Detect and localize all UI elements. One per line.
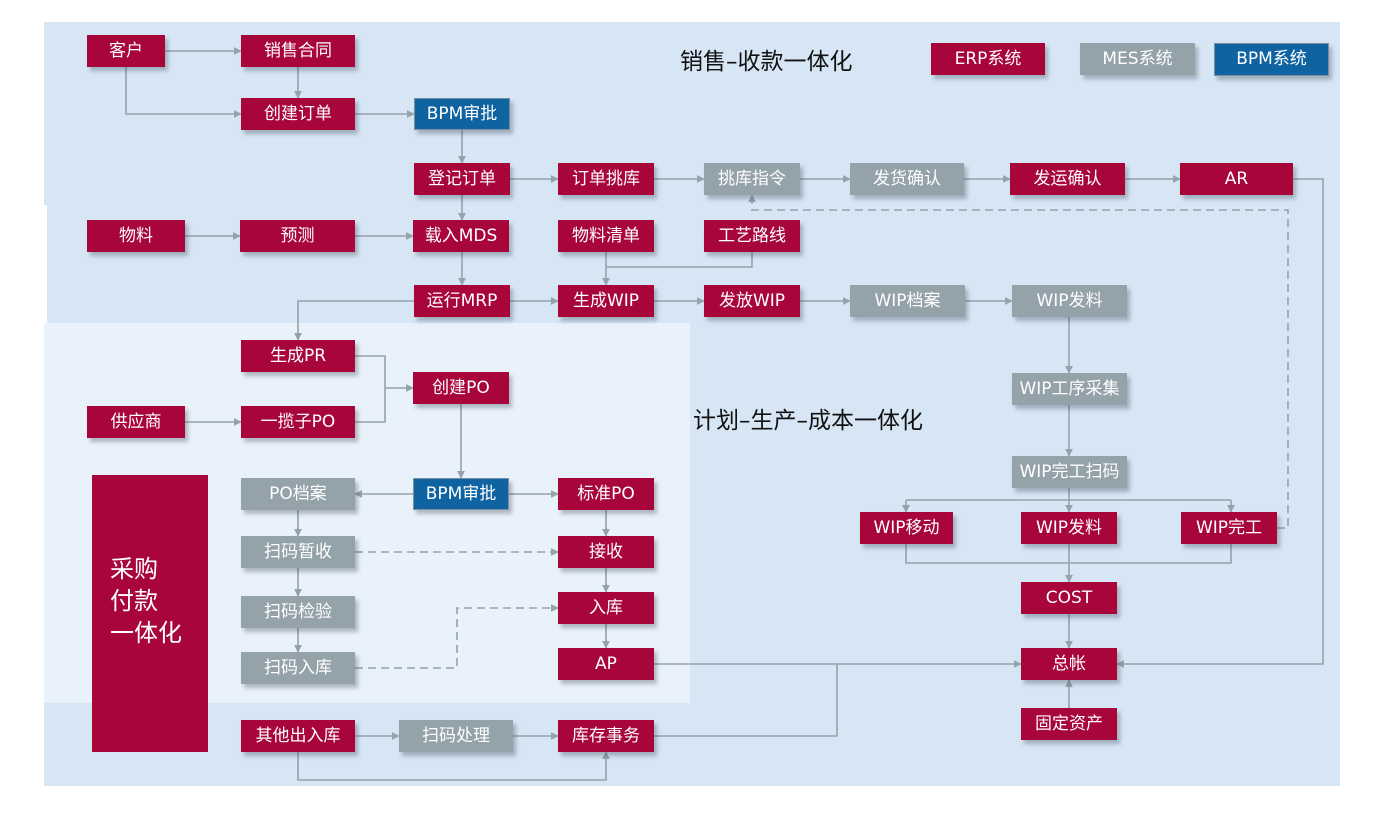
node-sales-contract: 销售合同 <box>241 35 355 67</box>
node-bpm-approve-1: BPM审批 <box>414 98 510 130</box>
node-standard-po: 标准PO <box>558 478 654 510</box>
node-wip-file: WIP档案 <box>850 285 965 317</box>
node-release-wip: 发放WIP <box>704 285 800 317</box>
procurement-title-line: 一体化 <box>110 619 182 647</box>
node-create-po: 创建PO <box>413 372 509 404</box>
node-gen-wip: 生成WIP <box>558 285 654 317</box>
node-bpm-approve-2: BPM审批 <box>413 478 509 510</box>
legend-bpm: BPM系统 <box>1214 43 1329 76</box>
node-wip-move: WIP移动 <box>860 512 953 544</box>
node-bom: 物料清单 <box>558 220 654 252</box>
node-scan-temp-receive: 扫码暂收 <box>241 536 355 568</box>
node-wip-op-collect: WIP工序采集 <box>1012 373 1127 405</box>
connector-arrow <box>355 355 386 423</box>
legend-mes: MES系统 <box>1080 43 1195 75</box>
node-customer: 客户 <box>87 35 165 67</box>
node-supplier: 供应商 <box>87 406 185 438</box>
node-wip-complete: WIP完工 <box>1181 512 1277 544</box>
node-warehouse-in: 入库 <box>558 592 654 624</box>
node-gen-pr: 生成PR <box>241 340 355 372</box>
node-other-in-out: 其他出入库 <box>241 720 355 752</box>
connector-arrow <box>125 67 242 118</box>
node-scan-warehouse-in: 扫码入库 <box>241 652 355 684</box>
node-shipping-confirm: 发运确认 <box>1010 163 1125 195</box>
node-receive: 接收 <box>558 536 654 568</box>
node-delivery-confirm: 发货确认 <box>850 163 964 195</box>
connector-arrow <box>606 252 753 268</box>
node-material: 物料 <box>87 220 185 252</box>
node-load-mds: 载入MDS <box>413 220 509 252</box>
node-order-pick: 订单挑库 <box>558 163 654 195</box>
node-pick-instruction: 挑库指令 <box>704 163 800 195</box>
node-run-mrp: 运行MRP <box>414 285 510 317</box>
node-ar: AR <box>1180 163 1293 195</box>
node-wip-issue-mes: WIP发料 <box>1012 285 1127 317</box>
legend-erp: ERP系统 <box>931 43 1045 75</box>
background-notch <box>40 205 47 323</box>
node-po-file: PO档案 <box>241 478 355 510</box>
node-forecast: 预测 <box>240 220 355 252</box>
node-gl: 总帐 <box>1021 648 1117 680</box>
node-scan-process: 扫码处理 <box>399 720 513 752</box>
node-cost: COST <box>1021 582 1117 614</box>
dashed-connector-arrow <box>355 604 559 669</box>
procurement-title-line: 付款 <box>110 587 158 615</box>
node-fixed-assets: 固定资产 <box>1021 708 1117 740</box>
connector-arrow <box>294 300 414 341</box>
node-wip-complete-scan: WIP完工扫码 <box>1012 456 1127 488</box>
connector-arrow <box>654 664 838 737</box>
node-wip-issue: WIP发料 <box>1021 512 1117 544</box>
plan-section-title: 计划–生产–成本一体化 <box>693 408 923 434</box>
sales-section-title: 销售–收款一体化 <box>680 49 853 75</box>
connector-arrow <box>297 751 610 781</box>
connector-arrow <box>1116 178 1324 668</box>
node-routing: 工艺路线 <box>704 220 800 252</box>
node-register-order: 登记订单 <box>414 163 510 195</box>
dashed-connector-arrow <box>748 194 1289 529</box>
node-blanket-po: 一揽子PO <box>241 406 355 438</box>
node-scan-inspect: 扫码检验 <box>241 596 355 628</box>
procurement-section-title: 采购 付款 一体化 <box>92 475 208 752</box>
node-create-order: 创建订单 <box>241 98 355 130</box>
node-ap: AP <box>558 648 654 680</box>
procurement-title-line: 采购 <box>110 555 158 583</box>
node-inventory-txn: 库存事务 <box>558 720 654 752</box>
